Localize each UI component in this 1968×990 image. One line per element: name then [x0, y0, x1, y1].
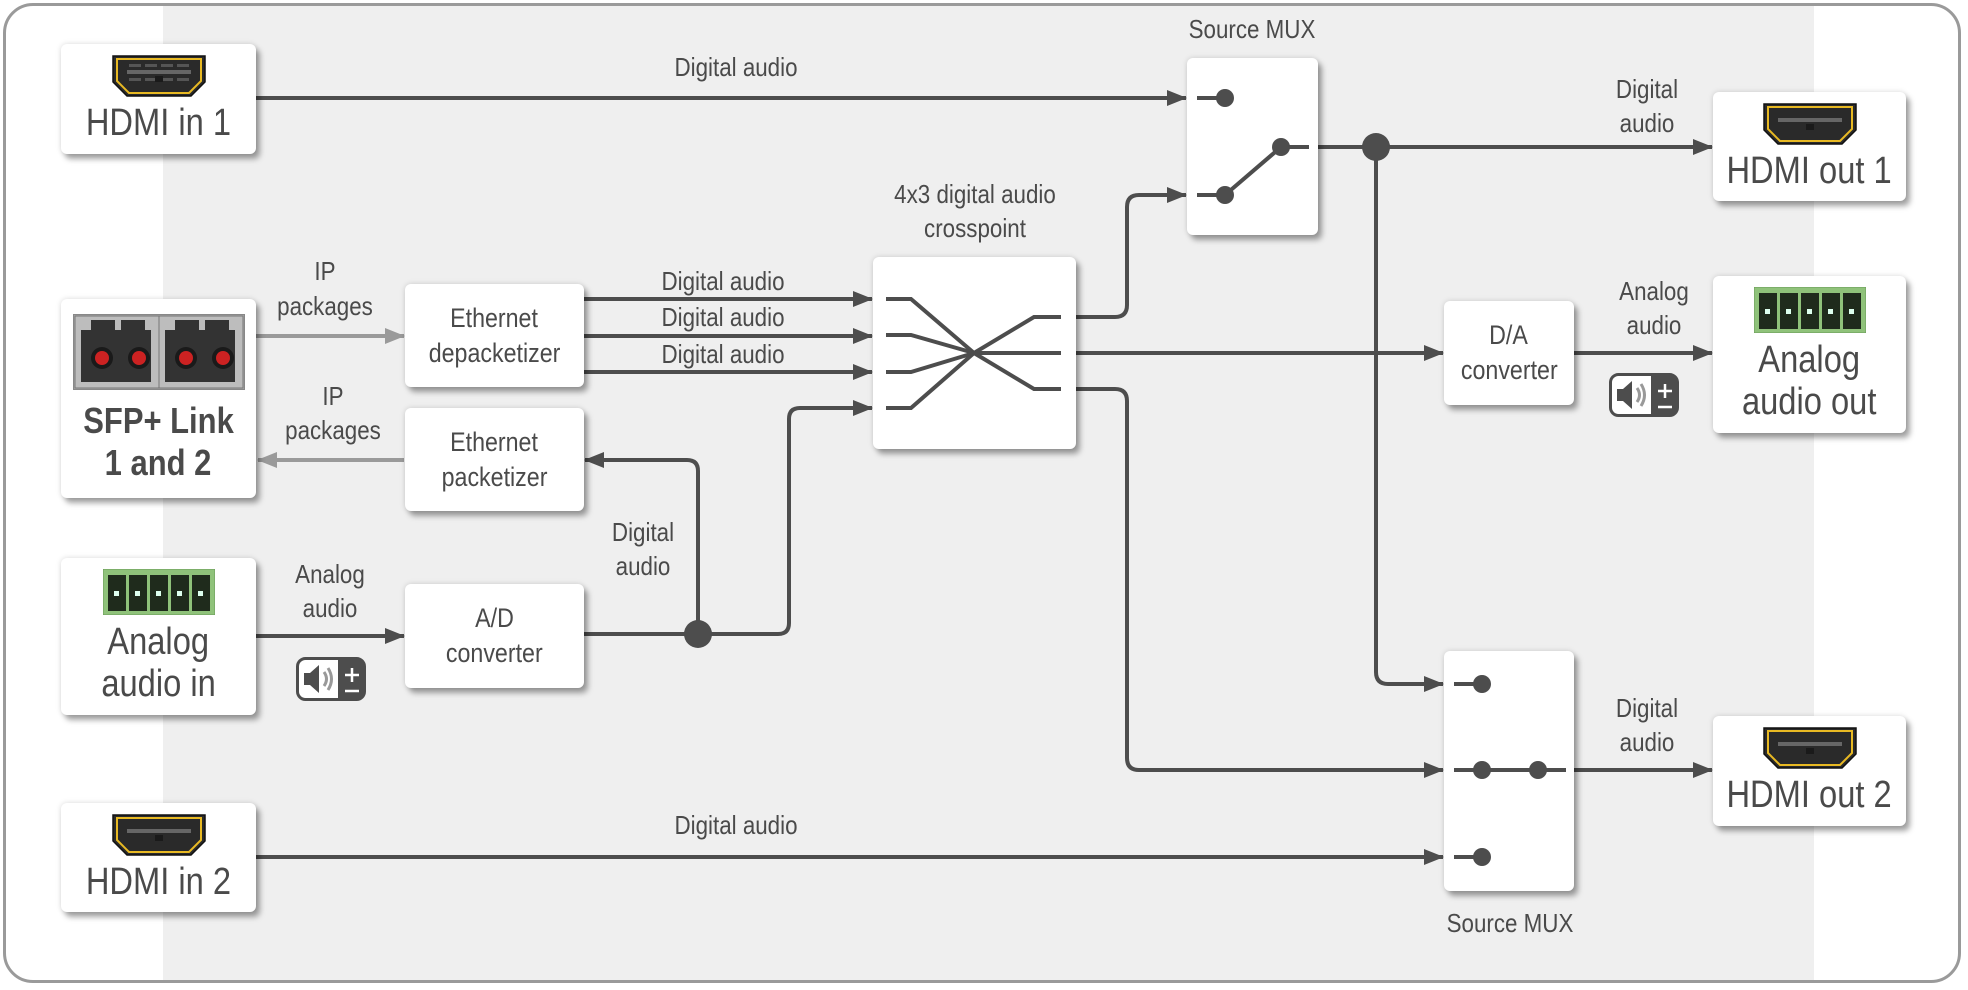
volume-adjust-icon [1609, 373, 1679, 417]
analog-in-label-line2: audio in [101, 662, 216, 705]
analog-audio-in-port: Analog audio in [61, 558, 256, 715]
da-label-line2: converter [1460, 355, 1558, 385]
analog-audio-out-port: Analog audio out [1713, 276, 1906, 433]
sfp-link-port: SFP+ Link 1 and 2 [61, 299, 256, 498]
analog-in-label-line1: Analog [107, 620, 210, 663]
signal-label-ip-in-1: IP [314, 256, 336, 286]
hdmi-in-2-port: HDMI in 2 [61, 803, 256, 912]
hdmi-connector-icon [111, 55, 206, 97]
hdmi-out-1-label: HDMI out 1 [1726, 149, 1893, 192]
signal-label-ip-in-2: packages [277, 291, 373, 321]
hdmi-connector-icon [1762, 102, 1857, 145]
ethernet-packetizer-block: Ethernet packetizer [405, 408, 584, 511]
sfp-label-line1: SFP+ Link [83, 399, 234, 441]
phoenix-terminal-icon [1753, 286, 1866, 333]
signal-label-hdmi-out2-2: audio [1619, 727, 1675, 757]
wire-xp-mux1 [1076, 187, 1187, 319]
sfp-label-line2: 1 and 2 [105, 441, 212, 483]
hdmi-connector-icon [111, 813, 206, 856]
wire-xp-mux2 [1076, 387, 1444, 778]
pack-label-line1: Ethernet [450, 426, 539, 457]
hdmi-out-2-label: HDMI out 2 [1726, 774, 1893, 816]
wire-ad-packetizer [584, 452, 700, 634]
hdmi-out-1-port: HDMI out 1 [1713, 92, 1906, 201]
mux-2-title: Source MUX [1446, 908, 1574, 938]
switch-icon [1454, 675, 1566, 866]
hdmi-in-1-label: HDMI in 1 [85, 102, 232, 144]
wire-ad-xp4 [584, 400, 873, 636]
signal-label-analog-in-2: audio [302, 593, 358, 623]
junction-mux1-out [1362, 133, 1390, 161]
crosspoint-title-line2: crosspoint [924, 213, 1026, 243]
hdmi-in-1-port: HDMI in 1 [61, 44, 256, 154]
diagram-frame [3, 3, 1961, 983]
da-label-line1: D/A [1489, 320, 1529, 350]
junction-ad [684, 620, 712, 648]
signal-label-analog-in-1: Analog [295, 559, 365, 589]
ethernet-depacketizer-block: Ethernet depacketizer [405, 284, 584, 387]
source-mux-2-block [1444, 651, 1574, 891]
mux-1-title: Source MUX [1188, 14, 1316, 44]
signal-label-ip-out-1: IP [322, 381, 344, 411]
wire-mux1-mux2 [1374, 147, 1444, 692]
crosspoint-block [873, 257, 1076, 449]
hdmi-in-2-label: HDMI in 2 [85, 860, 232, 903]
signal-label-depack-1: Digital audio [661, 266, 785, 296]
switch-icon [1197, 89, 1309, 204]
signal-label-ip-out-2: packages [285, 415, 381, 445]
signal-label-hdmi-out1-1: Digital [1615, 74, 1679, 104]
signal-label-hdmi-out2-1: Digital [1615, 693, 1679, 723]
pack-label-line2: packetizer [441, 461, 548, 492]
signal-label-depack-3: Digital audio [661, 339, 785, 369]
signal-label-hdmi1: Digital audio [674, 52, 798, 82]
depack-label-line1: Ethernet [450, 302, 539, 333]
signal-label-hdmi2: Digital audio [674, 810, 798, 840]
signal-label-hdmi-out1-2: audio [1619, 108, 1675, 138]
hdmi-out-2-port: HDMI out 2 [1713, 716, 1906, 826]
ad-label-line1: A/D [475, 603, 514, 633]
signal-label-analog-out-2: audio [1626, 310, 1682, 340]
hdmi-connector-icon [1762, 727, 1857, 769]
signal-label-ad-out-1: Digital [611, 517, 675, 547]
source-mux-1-block [1187, 58, 1318, 235]
ad-converter-block: A/D converter [405, 584, 584, 688]
signal-label-ad-out-2: audio [615, 551, 671, 581]
analog-out-label-line2: audio out [1742, 380, 1877, 423]
analog-out-label-line1: Analog [1758, 338, 1861, 381]
crosspoint-routing-icon [886, 297, 1061, 410]
signal-label-depack-2: Digital audio [661, 302, 785, 332]
phoenix-terminal-icon [102, 568, 215, 615]
signal-label-analog-out-1: Analog [1619, 276, 1689, 306]
ad-label-line2: converter [446, 638, 543, 668]
crosspoint-title-line1: 4x3 digital audio [894, 179, 1056, 209]
depack-label-line2: depacketizer [428, 337, 561, 368]
da-converter-block: D/A converter [1444, 301, 1574, 405]
volume-adjust-icon [296, 657, 366, 701]
sfp-port-icon [72, 313, 245, 390]
